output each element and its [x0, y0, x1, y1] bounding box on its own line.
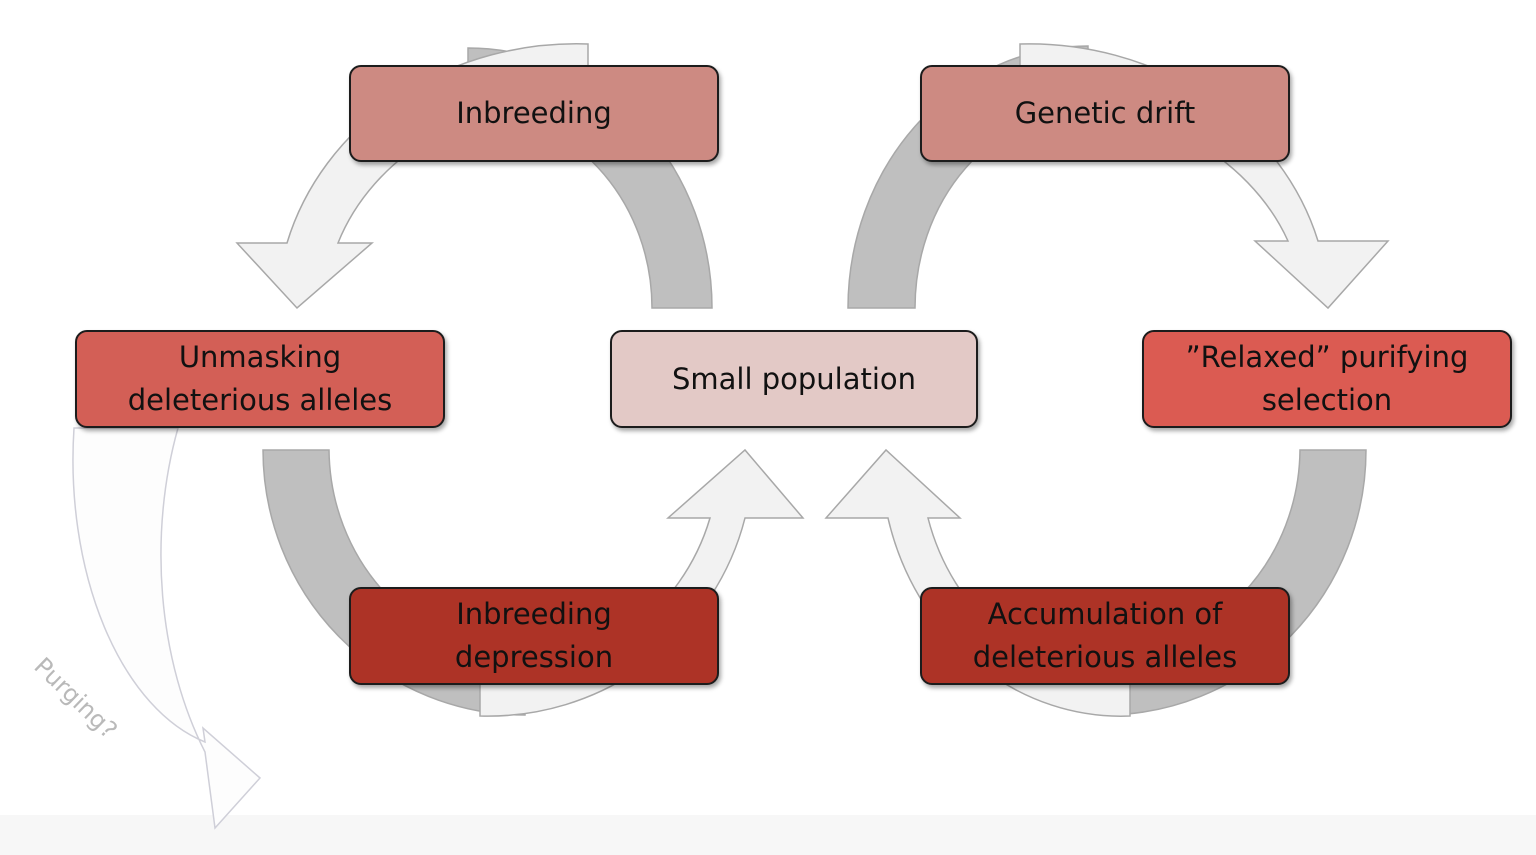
relaxed-selection-box: ”Relaxed” purifying selection: [1142, 330, 1512, 428]
accumulation-line2: deleterious alleles: [972, 640, 1238, 674]
small-population-label: Small population: [671, 361, 917, 396]
inbreeding-depression-box: Inbreeding depression: [349, 587, 719, 685]
genetic-drift-box: Genetic drift: [920, 65, 1290, 162]
accumulation-box: Accumulation of deleterious alleles: [920, 587, 1290, 685]
unmasking-line1: Unmasking: [178, 340, 342, 374]
bottom-band: [0, 815, 1536, 855]
depression-line1: Inbreeding: [456, 597, 612, 631]
unmasking-box: Unmasking deleterious alleles: [75, 330, 445, 428]
purging-arrow: [72, 427, 262, 830]
inbreeding-label: Inbreeding: [456, 96, 612, 130]
depression-line2: depression: [454, 640, 614, 674]
relaxed-line1: ”Relaxed” purifying: [1185, 340, 1469, 374]
inbreeding-box: Inbreeding: [349, 65, 719, 162]
unmasking-line2: deleterious alleles: [127, 383, 393, 417]
relaxed-line2: selection: [1261, 383, 1393, 417]
genetic-drift-label: Genetic drift: [1014, 96, 1196, 130]
small-population-box: Small population: [610, 330, 978, 428]
accumulation-line1: Accumulation of: [987, 597, 1223, 631]
